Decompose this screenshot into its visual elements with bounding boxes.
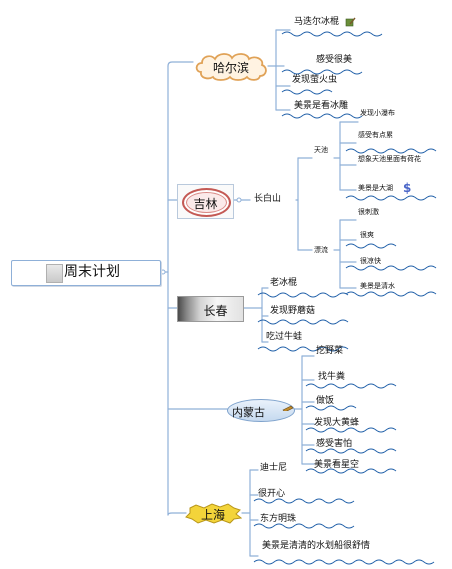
jilin-tianchi[interactable]: 天池	[314, 146, 328, 154]
splash-shape	[185, 503, 242, 524]
neimenggu-item-5[interactable]: 感受害怕	[316, 439, 353, 449]
pencil-icon	[282, 405, 294, 411]
branch-shanghai-label: 上海	[200, 508, 225, 522]
note-pencil-icon	[345, 17, 356, 27]
piaoliu-item-4[interactable]: 美景是清水	[360, 282, 395, 290]
tianchi-item-2[interactable]: 感受有点累	[358, 131, 393, 139]
branch-harbin-label: 哈尔滨	[212, 61, 249, 75]
branch-jilin[interactable]: 吉林	[177, 184, 234, 219]
branch-neimenggu[interactable]: 内蒙古	[227, 399, 295, 422]
changchun-item-3[interactable]: 吃过牛蛙	[266, 332, 303, 342]
neimenggu-item-1[interactable]: 挖野菜	[316, 346, 344, 356]
document-icon	[46, 264, 63, 283]
svg-text:$: $	[403, 181, 411, 194]
ellipse-frame	[182, 188, 231, 217]
harbin-item-3[interactable]: 发现萤火虫	[292, 75, 338, 85]
branch-shanghai[interactable]: 上海	[184, 502, 242, 524]
tianchi-item-4[interactable]: 美景是大湖	[358, 184, 393, 192]
branch-changchun[interactable]: 长春	[177, 296, 244, 322]
changchun-item-2[interactable]: 发现野蘑菇	[270, 306, 316, 316]
jilin-piaoliu[interactable]: 漂流	[314, 246, 328, 254]
shanghai-item-1[interactable]: 迪士尼	[260, 463, 288, 473]
shanghai-item-3[interactable]: 东方明珠	[260, 514, 297, 524]
neimenggu-item-4[interactable]: 发现大黄蜂	[314, 418, 360, 428]
shanghai-item-4[interactable]: 美景是清清的水划船很舒情	[262, 541, 371, 551]
neimenggu-item-2[interactable]: 找牛粪	[318, 372, 346, 382]
branch-jilin-label: 吉林	[193, 197, 218, 211]
harbin-item-2[interactable]: 感受很美	[316, 55, 353, 65]
tianchi-item-3[interactable]: 想象天池里面有荷花	[358, 155, 421, 163]
cloud-shape	[195, 53, 267, 81]
neimenggu-item-6[interactable]: 美景看星空	[314, 460, 360, 470]
piaoliu-item-1[interactable]: 很刺激	[358, 208, 379, 216]
changchun-item-1[interactable]: 老冰棍	[270, 278, 298, 288]
neimenggu-item-3[interactable]: 做饭	[316, 396, 335, 406]
dollar-icon: $	[403, 181, 411, 194]
jilin-sub-changbaishan[interactable]: 长白山	[254, 194, 282, 204]
tianchi-item-1[interactable]: 发现小瀑布	[360, 109, 395, 117]
branch-harbin[interactable]: 哈尔滨	[193, 50, 269, 82]
piaoliu-item-3[interactable]: 很凉快	[360, 257, 381, 265]
branch-changchun-label: 长春	[203, 304, 228, 318]
piaoliu-item-2[interactable]: 很爽	[360, 231, 374, 239]
harbin-item-1[interactable]: 马迭尔冰棍	[294, 17, 340, 27]
root-topic[interactable]: 周末计划	[11, 260, 161, 286]
shanghai-item-2[interactable]: 很开心	[258, 489, 286, 499]
harbin-item-4[interactable]: 美景是看冰雕	[294, 101, 349, 111]
root-topic-label: 周末计划	[64, 264, 120, 280]
branch-neimenggu-label: 内蒙古	[232, 406, 265, 419]
